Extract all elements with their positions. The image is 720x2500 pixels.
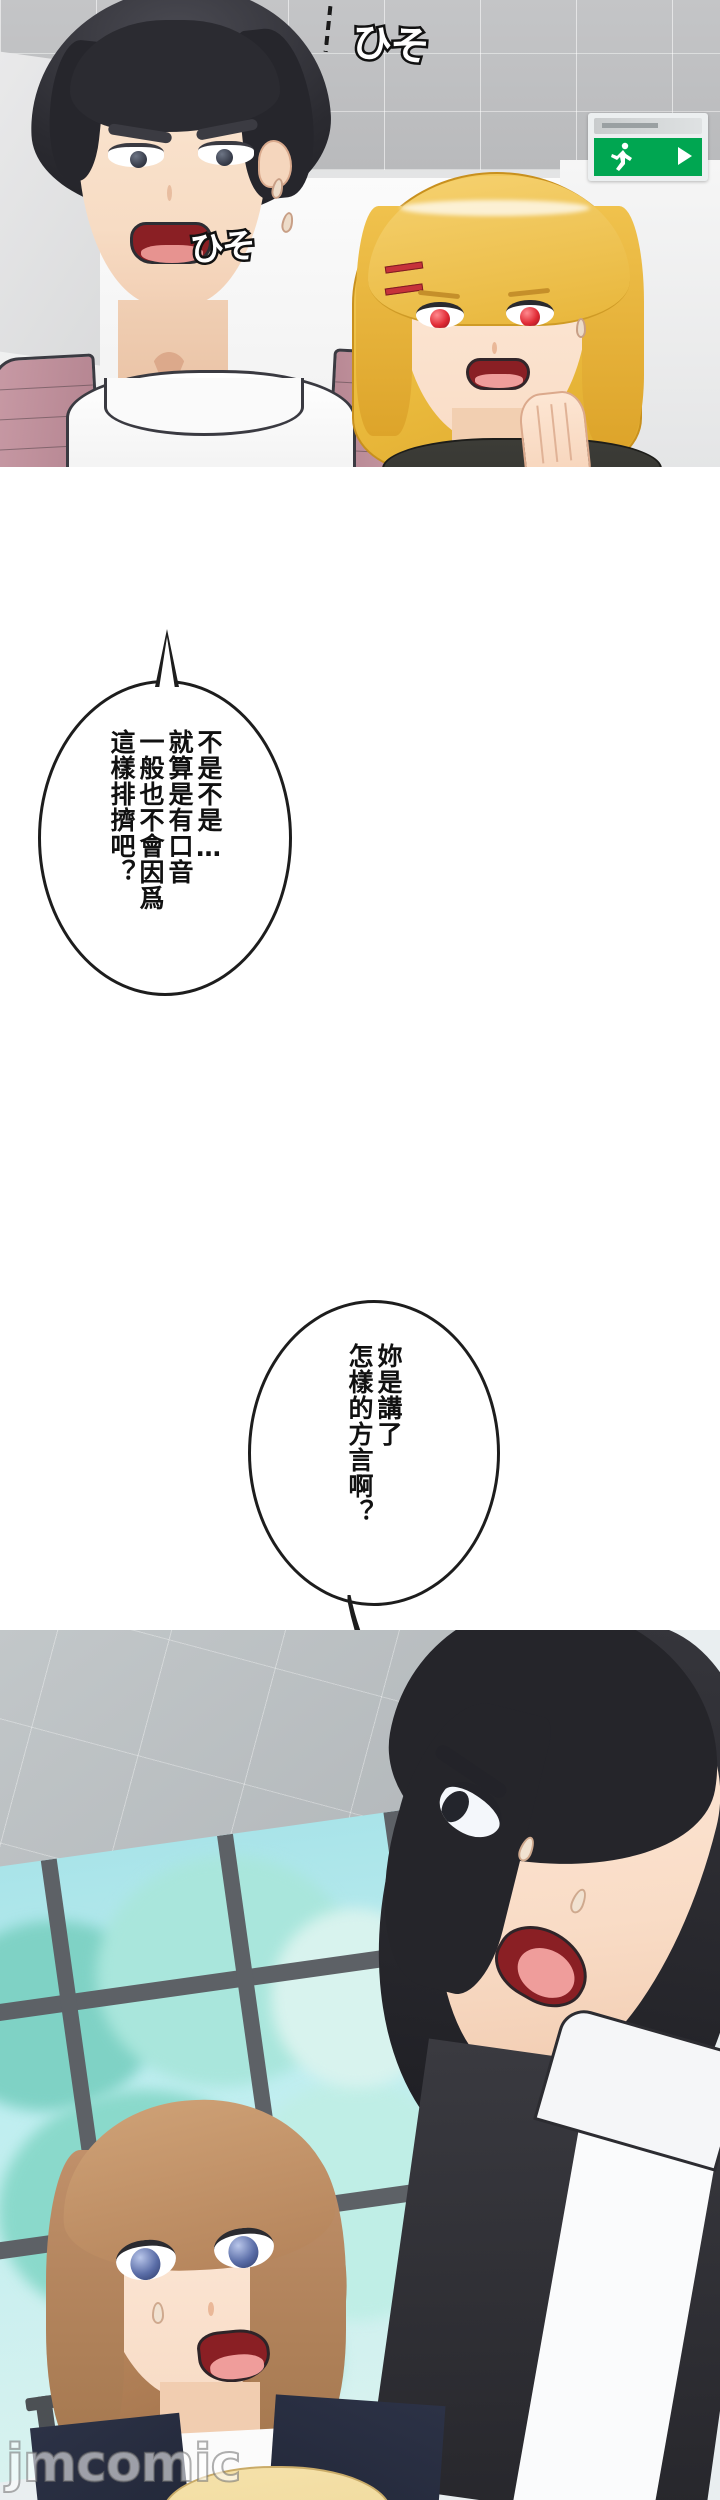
emergency-exit-sign	[588, 113, 708, 181]
site-watermark: jmcomic	[5, 2433, 242, 2495]
boy-bangs	[70, 20, 280, 132]
gutter-white-space: 不是不是… 就算是有口音 一般也不會因爲 這樣排擠吧？ 妳是講了 怎樣的方言啊？	[0, 467, 720, 1630]
exit-sign-green-face	[594, 138, 702, 176]
girl2-iris-right	[226, 2234, 261, 2270]
boy-pupil-left	[130, 151, 147, 168]
boy-mouth-open	[130, 222, 212, 264]
panel-3	[0, 1630, 720, 2500]
sweat-drop-icon	[152, 2302, 164, 2324]
sfx-hiso-mid: ひそ	[186, 223, 258, 272]
girl-eye-left	[416, 302, 464, 328]
bubble-2-tail	[347, 1595, 361, 1630]
sweat-drop-icon	[576, 318, 586, 338]
exit-sign-housing	[594, 118, 702, 134]
girl-mouth-open	[466, 358, 530, 390]
panel-1: ひそ ひそ	[0, 0, 720, 467]
speech-bubble-2-text: 妳是講了 怎樣的方言啊？	[345, 1343, 403, 1525]
speech-bubble-2: 妳是講了 怎樣的方言啊？	[248, 1300, 500, 1630]
boy-eye-left	[108, 143, 164, 168]
boy-eye-right	[198, 141, 254, 166]
girl-hair-highlight	[400, 200, 590, 216]
girl2-nose	[208, 2302, 214, 2316]
girl-iris-left	[430, 309, 450, 328]
bubble-1-tail	[155, 629, 179, 689]
girl-tongue	[475, 374, 523, 388]
boy-shirt-collar	[104, 378, 304, 436]
boy-tongue	[141, 245, 203, 263]
boy-pupil-right	[216, 149, 233, 166]
exit-arrow-icon	[678, 147, 692, 165]
girl-nose	[492, 342, 497, 354]
boy-nose	[167, 185, 172, 201]
speech-bubble-1-text: 不是不是… 就算是有口音 一般也不會因爲 這樣排擠吧？	[107, 729, 223, 911]
sfx-hiso-top: ひそ	[348, 17, 432, 73]
running-man-icon	[611, 142, 632, 171]
girl2-iris-left	[128, 2246, 163, 2282]
girl-eye-right	[506, 300, 554, 326]
speech-bubble-1: 不是不是… 就算是有口音 一般也不會因爲 這樣排擠吧？	[38, 629, 292, 996]
girl-iris-right	[520, 307, 540, 326]
